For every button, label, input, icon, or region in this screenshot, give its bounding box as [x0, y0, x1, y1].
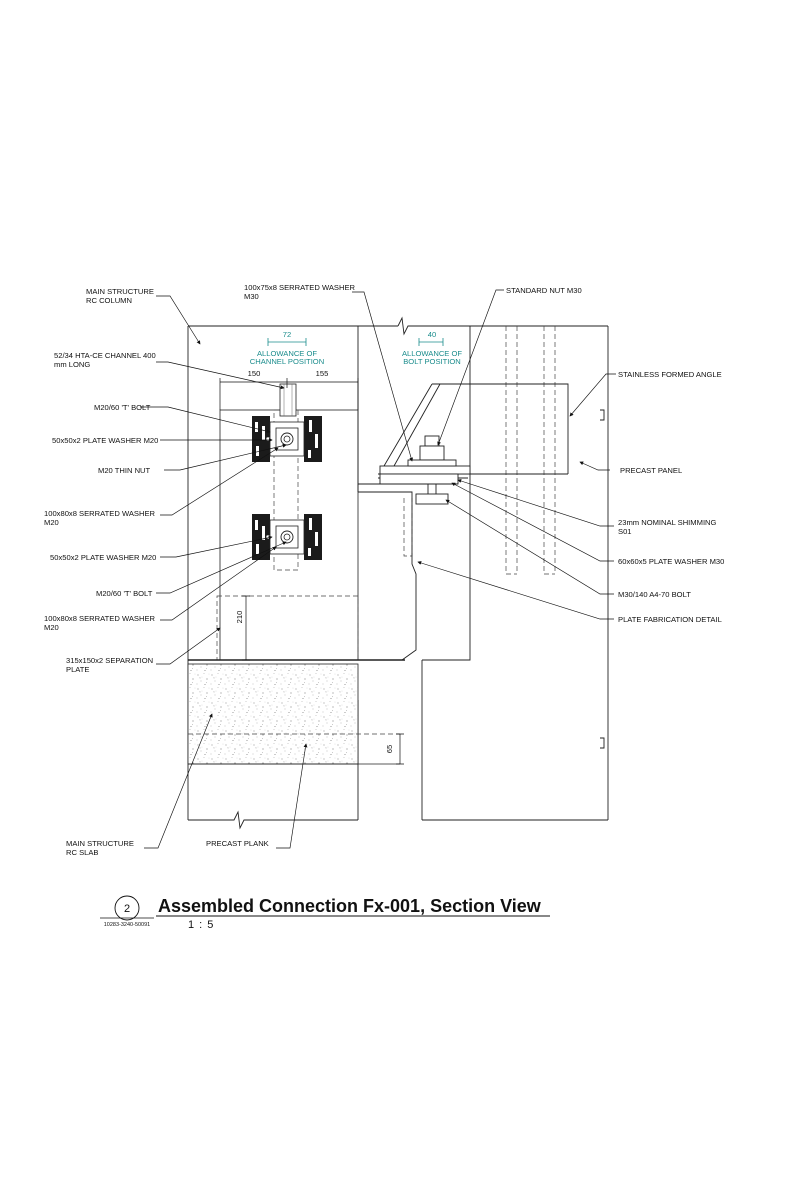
- label-precast-panel: PRECAST PANEL: [620, 466, 682, 475]
- view-title: Assembled Connection Fx-001, Section Vie…: [158, 896, 542, 916]
- upper-fixing: [252, 383, 322, 462]
- bolt-allowance-note-1: ALLOWANCE OF: [402, 349, 462, 358]
- view-number-circle: [114, 895, 140, 921]
- dim-plank-step: 65: [385, 745, 394, 753]
- label-t-bolt-lower: M20/60 'T' BOLT: [96, 589, 153, 598]
- label-thin-nut: M20 THIN NUT: [98, 466, 151, 475]
- precast-plank-body: [187, 659, 405, 765]
- dim-left-offset: 150: [248, 369, 261, 378]
- label-shimming-1: 23mm NOMINAL SHIMMING: [618, 518, 717, 527]
- channel-allowance-note-2: CHANNEL POSITION: [250, 357, 324, 366]
- label-serrated-washer-m30-1: 100x75x8 SERRATED WASHER: [244, 283, 356, 292]
- label-shimming-2: S01: [618, 527, 632, 536]
- label-rc-column-1: MAIN STRUCTURE: [86, 287, 154, 296]
- channel-allowance-note-1: ALLOWANCE OF: [257, 349, 317, 358]
- bolt-allowance-value: 40: [428, 330, 436, 339]
- dim-right-offset: 155: [316, 369, 329, 378]
- label-plate-washer-m30: 60x60x5 PLATE WASHER M30: [618, 557, 724, 566]
- label-bolt-m30: M30/140 A4-70 BOLT: [618, 590, 691, 599]
- dimension-lines: [219, 378, 404, 765]
- label-plate-detail: PLATE FABRICATION DETAIL: [618, 615, 722, 624]
- sheet-reference: 10283-3240-50091: [104, 922, 151, 928]
- label-plate-washer-upper: 50x50x2 PLATE WASHER M20: [52, 436, 158, 445]
- label-serrated-washer-lower-1: 100x80x8 SERRATED WASHER: [44, 614, 156, 623]
- leader-lines: [140, 289, 616, 849]
- title-block: 2 10283-3240-50091 Assembled Connection …: [100, 895, 550, 931]
- label-rc-slab-1: MAIN STRUCTURE: [66, 839, 134, 848]
- view-scale: 1 : 5: [188, 919, 214, 931]
- label-channel-2: mm LONG: [54, 360, 90, 369]
- label-serrated-washer-m30-2: M30: [244, 292, 259, 301]
- label-separation-plate-1: 315x150x2 SEPARATION: [66, 656, 153, 665]
- lower-fixing: [252, 514, 322, 560]
- allowance-dimensions: [267, 338, 444, 346]
- label-separation-plate-2: PLATE: [66, 665, 90, 674]
- bolt-allowance-note-2: BOLT POSITION: [403, 357, 461, 366]
- callout-labels: MAIN STRUCTURE RC COLUMN 52/34 HTA-CE CH…: [44, 283, 724, 857]
- label-serrated-washer-upper-1: 100x80x8 SERRATED WASHER: [44, 509, 156, 518]
- dim-plate-height: 210: [235, 611, 244, 624]
- precast-panel: [505, 326, 556, 575]
- label-rc-column-2: RC COLUMN: [86, 296, 132, 305]
- label-precast-plank: PRECAST PLANK: [206, 839, 269, 848]
- label-channel-1: 52/34 HTA-CE CHANNEL 400: [54, 351, 156, 360]
- plate-fabrication: [357, 483, 417, 661]
- label-serrated-washer-lower-2: M20: [44, 623, 59, 632]
- label-t-bolt-upper: M20/60 'T' BOLT: [94, 403, 151, 412]
- label-serrated-washer-upper-2: M20: [44, 518, 59, 527]
- channel-allowance-value: 72: [283, 330, 291, 339]
- label-standard-nut: STANDARD NUT M30: [506, 286, 582, 295]
- label-plate-washer-lower: 50x50x2 PLATE WASHER M20: [50, 553, 156, 562]
- stainless-formed-angle: [364, 383, 569, 485]
- view-number: 2: [124, 903, 130, 915]
- label-rc-slab-2: RC SLAB: [66, 848, 99, 857]
- m30-bolt-assembly: [407, 435, 457, 505]
- label-formed-angle: STAINLESS FORMED ANGLE: [618, 370, 722, 379]
